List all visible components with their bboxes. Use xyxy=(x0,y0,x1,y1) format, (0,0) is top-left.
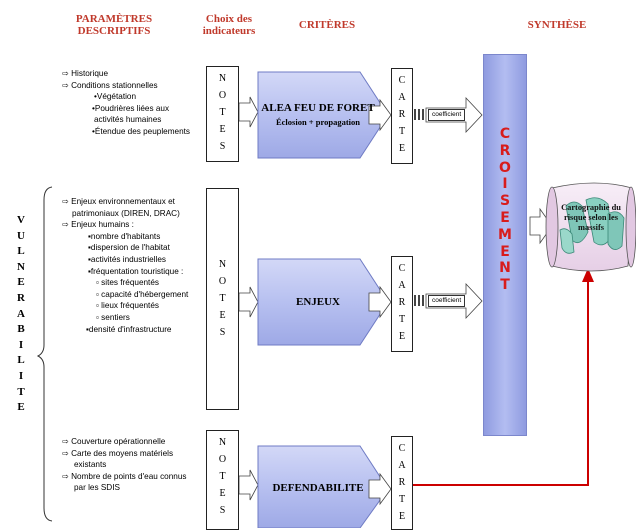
criteria-enjeux-label: ENJEUX xyxy=(295,296,340,308)
criteria-defendabilite-label: DEFENDABILITE xyxy=(272,482,364,494)
coefficient-label-alea: coefficient xyxy=(428,109,466,121)
list-item: ▫ lieux fréquentés xyxy=(96,301,159,311)
section-enjeux-parameters: ⇨ Enjeux environnementaux et patrimoniau… xyxy=(62,196,188,335)
list-item: ▪fréquentation touristique : xyxy=(88,266,184,276)
list-item: ⇨ Historique xyxy=(62,69,108,78)
list-item: patrimoniaux (DIREN, DRAC) xyxy=(72,208,180,218)
header-parametres-descriptifs: PARAMÈTRES DESCRIPTIFS xyxy=(75,13,153,37)
section-alea-parameters: ⇨ Historique ⇨ Conditions stationnelles … xyxy=(62,68,190,138)
cartographie-label: Cartographie du risque selon les massifs xyxy=(561,203,621,232)
pentagon-enjeux xyxy=(257,258,389,346)
criteria-alea-label: ALEA FEU DE FORET Éclosion + propagation xyxy=(261,102,375,127)
section-defendabilite-parameters: ⇨ Couverture opérationnelle ⇨ Carte des … xyxy=(62,436,187,494)
croisement-bar xyxy=(483,54,527,436)
carte-to-croisement-arrows xyxy=(414,96,483,320)
list-item: ▪densité d'infrastructure xyxy=(86,324,172,334)
header-choix-indicateurs: Choix des indicateurs xyxy=(202,13,256,37)
list-item: ⇨ Enjeux environnementaux et xyxy=(62,197,175,206)
list-item: ▫ capacité d'hébergement xyxy=(96,289,189,299)
map-scroll xyxy=(545,182,636,272)
coefficient-label-enjeux: coefficient xyxy=(428,295,466,307)
list-item: ⇨ Enjeux humains : xyxy=(62,220,134,230)
criteria-to-carte-arrows xyxy=(368,98,392,506)
defendabilite-link-arrowhead xyxy=(582,268,594,282)
pentagon-defendabilite xyxy=(257,445,389,528)
header-criteres: CRITÈRES xyxy=(298,19,356,31)
list-item: ▫ sites fréquentés xyxy=(96,278,159,288)
list-item: ⇨ Conditions stationnelles xyxy=(62,80,158,90)
list-item: par les SDIS xyxy=(74,483,120,493)
criteria-pentagons xyxy=(257,71,389,528)
list-item: ⇨ Couverture opérationnelle xyxy=(62,437,166,446)
list-item: ⇨ Nombre de points d'eau connus xyxy=(62,471,187,481)
notes-to-criteria-arrows xyxy=(238,96,259,501)
header-synthese: SYNTHÈSE xyxy=(527,19,587,31)
list-item: ▫ sentiers xyxy=(96,312,130,322)
defendabilite-link-line xyxy=(413,280,589,486)
list-item: •Étendue des peuplements xyxy=(92,126,191,136)
vulnerabilite-brace xyxy=(36,186,53,522)
list-item: ▪activités industrielles xyxy=(88,254,166,264)
list-item: •Poudrières liées aux xyxy=(92,103,170,113)
list-item: ⇨ Carte des moyens matériels xyxy=(62,448,174,458)
list-item: ▪dispersion de l'habitat xyxy=(88,243,170,253)
pentagon-alea xyxy=(257,71,389,159)
list-item: existants xyxy=(74,460,107,470)
list-item: activités humaines xyxy=(94,115,162,125)
list-item: ▪nombre d'habitants xyxy=(88,231,161,241)
list-item: •Végétation xyxy=(94,92,137,102)
